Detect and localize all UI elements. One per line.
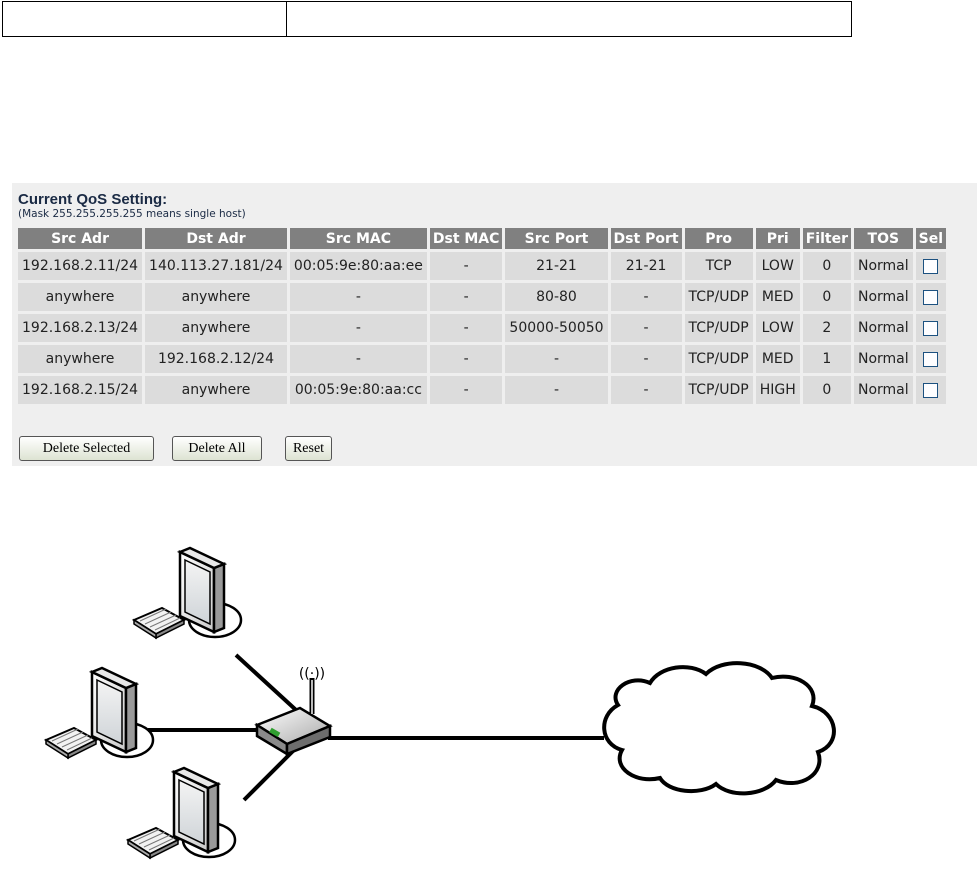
delete-selected-button[interactable]: Delete Selected (19, 436, 154, 461)
cell-src-mac: 00:05:9e:80:aa:cc (289, 376, 427, 404)
cell-sel (915, 283, 947, 311)
cell-pri: LOW (755, 252, 800, 280)
qos-subtitle: (Mask 255.255.255.255 means single host) (18, 208, 246, 220)
col-tos: TOS (854, 228, 913, 249)
cell-tos: Normal (854, 252, 913, 280)
qos-title: Current QoS Setting: (18, 191, 168, 208)
col-sel: Sel (915, 228, 947, 249)
cell-dst-adr: anywhere (145, 314, 287, 342)
link-line (242, 746, 298, 802)
qos-header-row: Src Adr Dst Adr Src MAC Dst MAC Src Port… (18, 228, 947, 249)
col-dst-adr: Dst Adr (145, 228, 287, 249)
cell-pro: TCP/UDP (684, 345, 753, 373)
select-checkbox[interactable] (923, 289, 939, 305)
cell-src-port: 50000-50050 (505, 314, 608, 342)
cell-dst-port: - (610, 283, 682, 311)
col-pri: Pri (755, 228, 800, 249)
table-row: 192.168.2.13/24 anywhere - - 50000-50050… (18, 314, 947, 342)
cell-filter: 1 (802, 345, 851, 373)
col-src-mac: Src MAC (289, 228, 427, 249)
cell-filter: 0 (802, 283, 851, 311)
network-diagram: ((·)) (44, 546, 836, 860)
cell-dst-mac: - (429, 376, 503, 404)
col-src-port: Src Port (505, 228, 608, 249)
select-checkbox[interactable] (923, 258, 939, 274)
computer-icon (126, 766, 237, 860)
link-line (234, 653, 298, 712)
empty-header-table (2, 1, 852, 37)
qos-table: Src Adr Dst Adr Src MAC Dst MAC Src Port… (15, 225, 949, 407)
cell-tos: Normal (854, 314, 913, 342)
cell-src-adr: 192.168.2.13/24 (18, 314, 143, 342)
cell-sel (915, 345, 947, 373)
cell-pro: TCP (684, 252, 753, 280)
cell-dst-port: - (610, 314, 682, 342)
wireless-router-icon: ((·)) (254, 666, 333, 757)
cell-pri: MED (755, 345, 800, 373)
cell-filter: 2 (802, 314, 851, 342)
cell-tos: Normal (854, 283, 913, 311)
col-src-adr: Src Adr (18, 228, 143, 249)
cell-tos: Normal (854, 345, 913, 373)
cell-pro: TCP/UDP (684, 376, 753, 404)
cell-dst-mac: - (429, 283, 503, 311)
cell-dst-mac: - (429, 252, 503, 280)
cell-src-adr: anywhere (18, 345, 143, 373)
col-filter: Filter (802, 228, 851, 249)
cell-pro: TCP/UDP (684, 314, 753, 342)
cell-src-mac: 00:05:9e:80:aa:ee (289, 252, 427, 280)
computer-icon (132, 546, 243, 640)
internet-cloud-icon (602, 661, 836, 796)
cell-dst-port: - (610, 345, 682, 373)
cell-sel (915, 314, 947, 342)
select-checkbox[interactable] (923, 351, 939, 367)
reset-button[interactable]: Reset (285, 436, 332, 461)
cell-dst-adr: anywhere (145, 376, 287, 404)
cell-filter: 0 (802, 252, 851, 280)
empty-cell-right (286, 1, 852, 37)
qos-settings-panel: Current QoS Setting: (Mask 255.255.255.2… (12, 183, 977, 466)
table-row: 192.168.2.11/24 140.113.27.181/24 00:05:… (18, 252, 947, 280)
cell-src-mac: - (289, 314, 427, 342)
empty-cell-left (2, 1, 287, 37)
table-row: anywhere 192.168.2.12/24 - - - - TCP/UDP… (18, 345, 947, 373)
cell-dst-adr: 140.113.27.181/24 (145, 252, 287, 280)
cell-src-adr: anywhere (18, 283, 143, 311)
select-checkbox[interactable] (923, 382, 939, 398)
cell-pri: HIGH (755, 376, 800, 404)
cell-src-port: - (505, 376, 608, 404)
cell-pri: MED (755, 283, 800, 311)
computer-icon (44, 666, 155, 760)
cell-dst-port: - (610, 376, 682, 404)
cell-pro: TCP/UDP (684, 283, 753, 311)
cell-src-port: - (505, 345, 608, 373)
cell-dst-adr: anywhere (145, 283, 287, 311)
col-dst-port: Dst Port (610, 228, 682, 249)
cell-src-adr: 192.168.2.11/24 (18, 252, 143, 280)
col-pro: Pro (684, 228, 753, 249)
table-row: 192.168.2.15/24 anywhere 00:05:9e:80:aa:… (18, 376, 947, 404)
cell-src-mac: - (289, 345, 427, 373)
cell-sel (915, 376, 947, 404)
cell-dst-adr: 192.168.2.12/24 (145, 345, 287, 373)
select-checkbox[interactable] (923, 320, 939, 336)
delete-all-button[interactable]: Delete All (172, 436, 262, 461)
cell-src-mac: - (289, 283, 427, 311)
cell-src-port: 80-80 (505, 283, 608, 311)
cell-tos: Normal (854, 376, 913, 404)
cell-src-port: 21-21 (505, 252, 608, 280)
cell-dst-port: 21-21 (610, 252, 682, 280)
cell-src-adr: 192.168.2.15/24 (18, 376, 143, 404)
table-row: anywhere anywhere - - 80-80 - TCP/UDP ME… (18, 283, 947, 311)
cell-dst-mac: - (429, 345, 503, 373)
cell-pri: LOW (755, 314, 800, 342)
col-dst-mac: Dst MAC (429, 228, 503, 249)
cell-sel (915, 252, 947, 280)
cell-dst-mac: - (429, 314, 503, 342)
svg-text:((·)): ((·)) (299, 666, 325, 682)
cell-filter: 0 (802, 376, 851, 404)
